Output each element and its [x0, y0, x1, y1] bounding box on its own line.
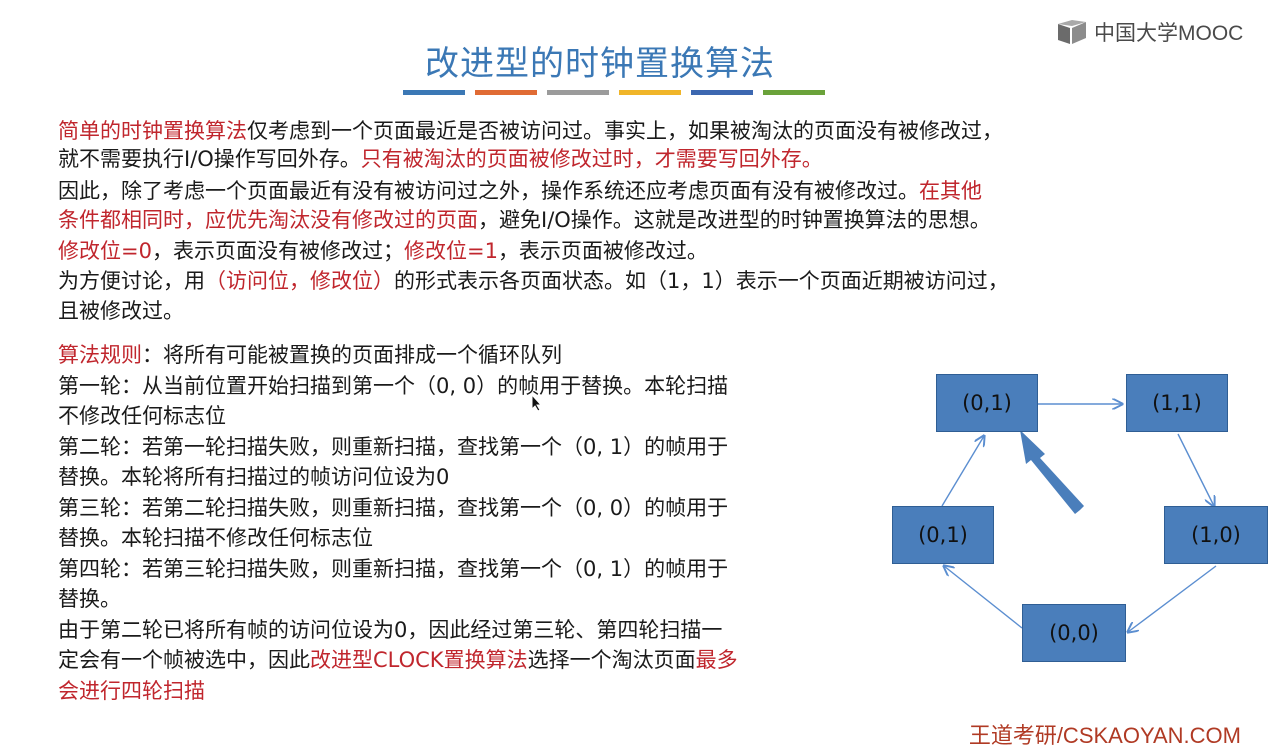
intro-line-1: 简单的时钟置换算法仅考虑到一个页面最近是否被访问过。事实上，如果被淘汰的页面没有… [58, 116, 1003, 146]
round-3-text: 替换。本轮扫描不修改任何标志位 [58, 526, 373, 550]
footer-brand: 王道考研/CSKAOYAN.COM [968, 723, 1241, 748]
intro-line-6: 为方便讨论，用（访问位，修改位）的形式表示各页面状态。如（1，1）表示一个页面近… [58, 266, 1009, 296]
round-4-text: 替换。 [58, 587, 121, 611]
summary-emphasis: 会进行四轮扫描 [58, 678, 205, 703]
frame-node-top-right: (1,1) [1126, 374, 1228, 432]
arrow-edge [944, 566, 1023, 629]
intro-text: 仅考虑到一个页面最近是否被访问过。事实上，如果被淘汰的页面没有被修改过， [247, 119, 1003, 143]
intro-text: 为方便讨论，用 [58, 269, 205, 293]
intro-line-2: 就不需要执行I/O操作写回外存。只有被淘汰的页面被修改过时，才需要写回外存。 [58, 144, 823, 174]
arrow-edge [1128, 565, 1217, 632]
frame-node-top-left: (0,1) [936, 374, 1038, 432]
mouse-cursor-icon [531, 394, 543, 412]
round-3-text: 第三轮：若第二轮扫描失败，则重新扫描，查找第一个（0, 0）的帧用于 [58, 495, 729, 520]
intro-emphasis: 只有被淘汰的页面被修改过时，才需要写回外存。 [360, 147, 823, 171]
stripe [691, 90, 753, 95]
intro-line-7: 且被修改过。 [58, 296, 184, 326]
logo-text: 中国大学MOOC [1094, 22, 1244, 45]
round-2-text: 第二轮：若第一轮扫描失败，则重新扫描，查找第一个（0, 1）的帧用于 [58, 434, 729, 459]
summary-text: 由于第二轮已将所有帧的访问位设为0，因此经过第三轮、第四轮扫描一 [58, 617, 723, 642]
stripe [619, 90, 681, 95]
title-stripes [403, 90, 825, 95]
round-1-text: 第一轮：从当前位置开始扫描到第一个（0, 0）的帧用于替换。本轮扫描 [58, 373, 729, 398]
summary-emphasis: 改进型CLOCK置换算法 [310, 648, 528, 672]
frame-node-left: (0,1) [892, 506, 994, 564]
summary-text: 定会有一个帧被选中，因此 [58, 648, 310, 672]
frame-node-bottom: (0,0) [1022, 604, 1126, 662]
algorithm-rules: 算法规则：将所有可能被置换的页面排成一个循环队列 第一轮：从当前位置开始扫描到第… [58, 340, 738, 706]
rules-heading: 算法规则 [58, 343, 142, 367]
intro-emphasis: 在其他 [919, 179, 982, 203]
modify-bit-0: 修改位=0 [58, 239, 152, 263]
stripe [547, 90, 609, 95]
intro-term: 简单的时钟置换算法 [58, 119, 247, 143]
stripe [763, 90, 825, 95]
intro-text: ，表示页面没有被修改过； [151, 239, 404, 263]
arrow-edge [1177, 433, 1214, 506]
rules-text: ：将所有可能被置换的页面排成一个循环队列 [142, 343, 562, 367]
summary-text: 选择一个淘汰页面 [527, 648, 696, 672]
intro-line-3: 因此，除了考虑一个页面最近有没有被访问过之外，操作系统还应考虑页面有没有被修改过… [58, 176, 982, 206]
intro-text: ，表示页面被修改过。 [497, 239, 708, 263]
stripe [403, 90, 465, 95]
round-4-text: 第四轮：若第三轮扫描失败，则重新扫描，查找第一个（0, 1）的帧用于 [58, 556, 729, 581]
intro-line-5: 修改位=0，表示页面没有被修改过；修改位=1，表示页面被修改过。 [58, 236, 708, 266]
pointer-arrow [1020, 430, 1084, 514]
book-logo-icon [1058, 20, 1086, 44]
stripe [475, 90, 537, 95]
intro-text: 且被修改过。 [58, 299, 184, 323]
modify-bit-1: 修改位=1 [403, 239, 498, 263]
summary-emphasis: 最多 [695, 648, 738, 672]
arrow-edge [941, 436, 984, 507]
slide-title: 改进型的时钟置换算法 [425, 44, 775, 84]
intro-emphasis: 条件都相同时，应优先淘汰没有修改过的页面 [58, 208, 478, 232]
mooc-logo: 中国大学MOOC [1056, 16, 1243, 48]
intro-text: ，避免I/O操作。这就是改进型的时钟置换算法的思想。 [478, 208, 991, 232]
intro-text: 因此，除了考虑一个页面最近有没有被访问过之外，操作系统还应考虑页面有没有被修改过… [58, 179, 919, 203]
round-1-text: 不修改任何标志位 [58, 404, 226, 428]
intro-emphasis: （访问位，修改位） [205, 269, 394, 293]
intro-line-4: 条件都相同时，应优先淘汰没有修改过的页面，避免I/O操作。这就是改进型的时钟置换… [58, 205, 991, 235]
frame-node-right: (1,0) [1164, 506, 1268, 564]
round-2-text: 替换。本轮将所有扫描过的帧访问位设为0 [58, 465, 450, 489]
intro-text: 的形式表示各页面状态。如（1，1）表示一个页面近期被访问过， [394, 269, 1009, 293]
intro-text: 就不需要执行I/O操作写回外存。 [58, 147, 361, 171]
